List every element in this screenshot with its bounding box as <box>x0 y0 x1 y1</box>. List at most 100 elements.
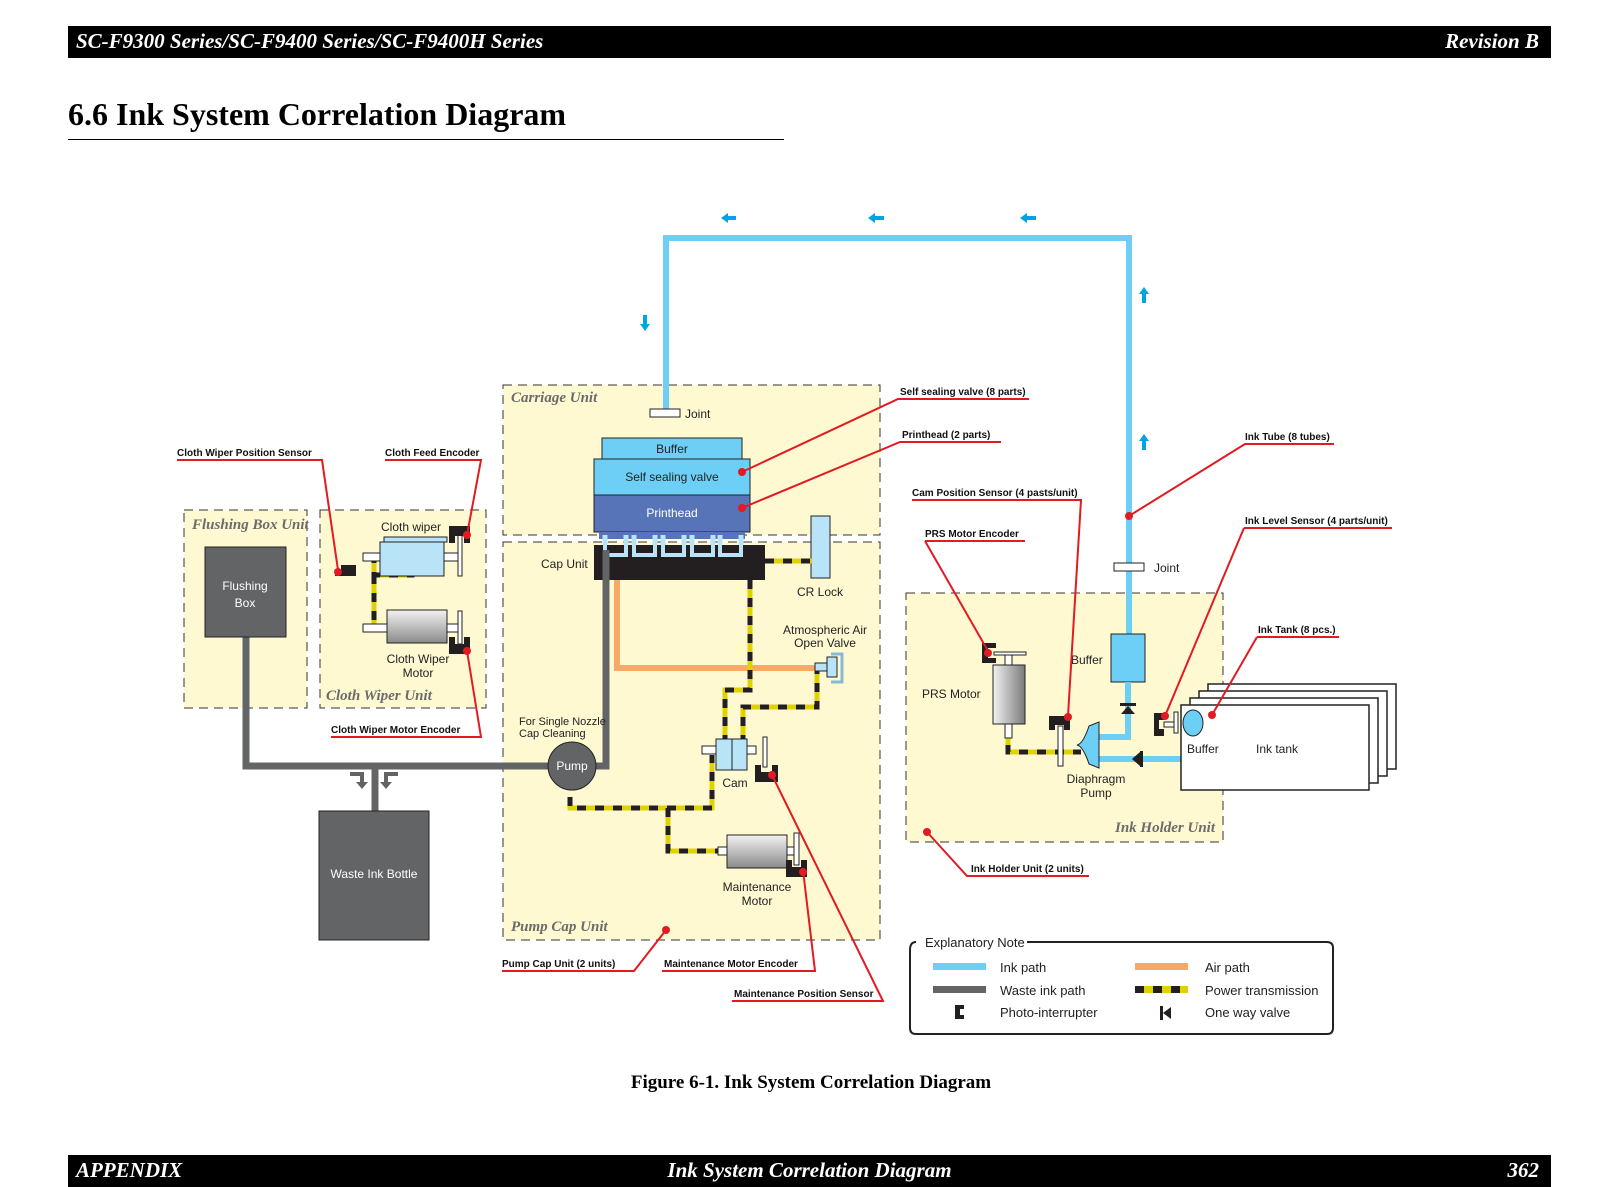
tank-buffer <box>1182 709 1204 737</box>
callout-ink-level-sensor: Ink Level Sensor (4 parts/unit) <box>1245 516 1388 527</box>
callout-dots <box>334 468 1216 934</box>
cloth-wiper-motor-label-1: Cloth Wiper <box>387 652 450 666</box>
self-sealing-valve-block <box>593 458 751 496</box>
legend-ink-path: Ink path <box>1000 960 1046 975</box>
cap-unit-block <box>594 545 765 580</box>
callout-labels: Cloth Wiper Position Sensor Cloth Feed E… <box>177 387 1388 1000</box>
arrow-down-icon <box>350 772 368 789</box>
pump <box>547 741 597 791</box>
cam: Cam <box>701 736 768 790</box>
waste-flow-arrows <box>350 772 398 789</box>
callout-maintenance-motor-encoder: Maintenance Motor Encoder <box>664 959 798 970</box>
ink-path-line <box>933 963 986 970</box>
callout-cam-position-sensor: Cam Position Sensor (4 pasts/unit) <box>912 488 1078 499</box>
cloth-wiper-motor: Cloth Wiper Motor <box>362 609 463 680</box>
cloth-wiper: Cloth wiper <box>362 520 463 577</box>
legend-one-way-valve: One way valve <box>1205 1005 1290 1020</box>
arrow-left-icon <box>868 213 884 223</box>
atmospheric-air-open-valve: Atmospheric Air Open Valve <box>783 623 867 684</box>
ink-tank-label: Ink tank <box>1256 742 1299 756</box>
joint-right-label: Joint <box>1154 561 1180 575</box>
carriage-unit-label: Carriage Unit <box>511 390 598 406</box>
ink-path: Joint Joint <box>640 213 1180 637</box>
legend-power-transmission: Power transmission <box>1205 983 1318 998</box>
carriage-stack: Buffer Self sealing valve Printhead Cap … <box>541 437 844 599</box>
photo-interrupter-icon <box>1049 716 1070 730</box>
waste-ink-bottle <box>318 810 430 941</box>
flushing-box-unit-label: Flushing Box Unit <box>191 517 310 533</box>
diaphragm-label-2: Pump <box>1080 786 1112 800</box>
callout-printhead: Printhead (2 parts) <box>902 430 990 441</box>
pump-cap-unit-label: Pump Cap Unit <box>511 919 609 935</box>
maintenance-motor-label-1: Maintenance <box>723 880 792 894</box>
flushing-box <box>204 546 287 638</box>
printhead-label: Printhead <box>646 506 697 520</box>
header-series-title: SC-F9300 Series/SC-F9400 Series/SC-F9400… <box>76 29 544 53</box>
buffer-right <box>1110 633 1146 683</box>
cloth-wiper-label: Cloth wiper <box>381 520 441 534</box>
arrow-up-icon <box>1139 287 1149 303</box>
arrow-left-icon <box>721 213 736 223</box>
cr-lock-label: CR Lock <box>797 585 844 599</box>
atm-valve-label-1: Atmospheric Air <box>783 623 867 637</box>
ink-holder-unit-label: Ink Holder Unit <box>1114 820 1216 836</box>
header-revision: Revision B <box>1445 29 1539 53</box>
footer-page-number: 362 <box>1507 1158 1540 1182</box>
legend-air-path: Air path <box>1205 960 1250 975</box>
diaphragm-pump <box>1076 721 1100 769</box>
flushing-box-label-1: Flushing <box>222 579 267 593</box>
power-transmission-line <box>1135 986 1188 993</box>
callout-cloth-feed-encoder: Cloth Feed Encoder <box>385 448 480 459</box>
joint-top-label: Joint <box>685 407 711 421</box>
joint-top <box>649 408 681 418</box>
legend-photo-interrupter: Photo-interrupter <box>1000 1005 1098 1020</box>
one-way-valve-icon <box>1120 703 1136 714</box>
page-footer-bar: APPENDIX Ink System Correlation Diagram … <box>68 1155 1551 1187</box>
cloth-wiper-unit-label: Cloth Wiper Unit <box>326 688 433 704</box>
waste-ink-bottle-label: Waste Ink Bottle <box>331 867 418 881</box>
footer-title: Ink System Correlation Diagram <box>667 1158 952 1182</box>
ink-tank <box>1180 704 1370 791</box>
callout-cloth-wiper-motor-encoder: Cloth Wiper Motor Encoder <box>331 725 460 736</box>
callout-self-sealing-valve: Self sealing valve (8 parts) <box>900 387 1026 398</box>
ink-tube-loop <box>663 235 1132 637</box>
buffer-right-label: Buffer <box>1071 653 1103 667</box>
one-way-valve-icon <box>1160 1006 1171 1020</box>
arrow-left-icon <box>1020 213 1036 223</box>
legend-waste-ink-path: Waste ink path <box>1000 983 1086 998</box>
single-nozzle-label-1: For Single Nozzle <box>519 716 606 728</box>
ink-tank-stack: Buffer Ink tank <box>1173 683 1397 791</box>
section-title-rule <box>68 139 784 140</box>
page-header-bar: SC-F9300 Series/SC-F9400 Series/SC-F9400… <box>68 26 1551 58</box>
callout-ink-holder-unit: Ink Holder Unit (2 units) <box>971 864 1084 875</box>
atm-valve-label-2: Open Valve <box>794 636 856 650</box>
callout-maintenance-position-sensor: Maintenance Position Sensor <box>734 989 874 1000</box>
cap-unit-label: Cap Unit <box>541 557 588 571</box>
pump-label: Pump <box>556 759 588 773</box>
callout-prs-motor-encoder: PRS Motor Encoder <box>925 529 1019 540</box>
callout-ink-tank: Ink Tank (8 pcs.) <box>1258 625 1336 636</box>
legend: Explanatory Note Ink path Air path Waste… <box>909 935 1334 1035</box>
single-nozzle-label-2: Cap Cleaning <box>519 728 586 740</box>
air-path-line <box>1135 963 1188 970</box>
ink-holder-internals: Buffer Diaphragm Pump PRS Motor <box>922 633 1184 800</box>
buffer-label: Buffer <box>656 442 688 456</box>
maintenance-motor: Maintenance Motor <box>717 832 800 908</box>
flow-arrows <box>640 213 1149 450</box>
callout-ink-tube: Ink Tube (8 tubes) <box>1245 432 1330 443</box>
flushing-box-label-2: Box <box>235 596 256 610</box>
legend-title: Explanatory Note <box>925 935 1025 950</box>
callout-leaders <box>177 398 1392 1002</box>
one-way-valve-icon <box>1132 751 1143 767</box>
photo-interrupter-icon <box>449 526 470 543</box>
printhead-block <box>593 494 751 533</box>
arrow-down-icon <box>640 315 650 331</box>
arrow-up-icon <box>1139 434 1149 450</box>
self-sealing-valve-label: Self sealing valve <box>625 470 719 484</box>
section-title: 6.6 Ink System Correlation Diagram <box>68 96 567 132</box>
photo-interrupter-icon <box>1154 713 1164 736</box>
cam-label: Cam <box>722 776 747 790</box>
diaphragm-label-1: Diaphragm <box>1067 772 1126 786</box>
waste-ink-path-line <box>933 986 986 993</box>
